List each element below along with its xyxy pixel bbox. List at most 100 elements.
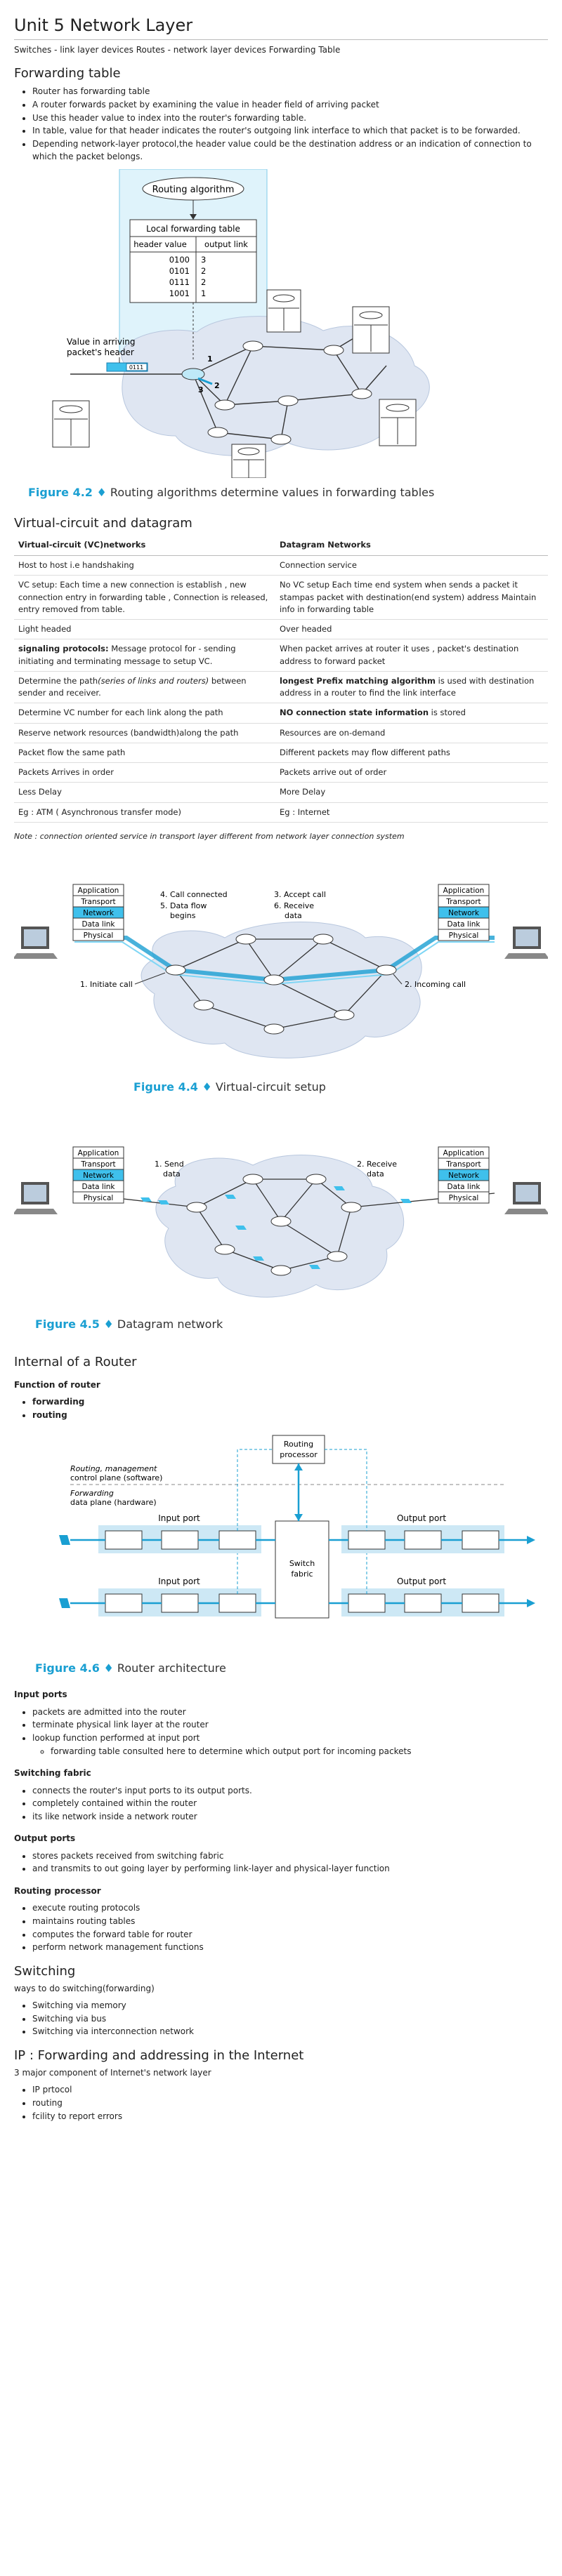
list-item: lookup function performed at input port … bbox=[32, 1732, 548, 1758]
bold-term: NO connection state information bbox=[280, 708, 429, 718]
table-cell: Determine VC number for each link along … bbox=[14, 703, 275, 724]
switching-fabric-label: Switching fabric bbox=[14, 1768, 91, 1779]
table-cell: 0101 bbox=[169, 266, 190, 276]
computer-icon bbox=[13, 1181, 58, 1214]
computer-icon bbox=[504, 1181, 549, 1214]
step-label: begins bbox=[170, 911, 196, 920]
table-cell: Over headed bbox=[275, 619, 548, 640]
caption-text: Routing algorithms determine values in f… bbox=[110, 485, 435, 499]
caption-number: Figure 4.4 ♦ bbox=[133, 1080, 212, 1094]
ip-list: IP prtocol routing fcility to report err… bbox=[14, 2083, 548, 2123]
table-cell: Less Delay bbox=[14, 782, 275, 803]
stack-layer-label: Physical bbox=[84, 931, 114, 940]
list-item: completely contained within the router bbox=[32, 1797, 548, 1810]
stack-layer-label: Transport bbox=[80, 1160, 115, 1169]
table-row: Eg : ATM ( Asynchronous transfer mode)Eg… bbox=[14, 802, 548, 823]
list-item: Switching via interconnection network bbox=[32, 2025, 548, 2038]
list-item: execute routing protocols bbox=[32, 1901, 548, 1915]
table-cell: 0100 bbox=[169, 255, 190, 265]
link-label: 2 bbox=[214, 381, 220, 390]
list-item: stores packets received from switching f… bbox=[32, 1850, 548, 1863]
stack-layer-label: Data link bbox=[82, 1183, 116, 1191]
computer-icon bbox=[13, 926, 58, 959]
link-label: 3 bbox=[198, 385, 204, 394]
table-cell: NO connection state information is store… bbox=[275, 703, 548, 724]
computer-icon bbox=[504, 926, 549, 959]
output-ports-label: Output ports bbox=[14, 1833, 76, 1844]
list-item: In table, value for that header indicate… bbox=[32, 124, 548, 138]
figure-caption: Figure 4.5 ♦ Datagram network bbox=[14, 1317, 548, 1331]
list-item-text: forwarding bbox=[32, 1397, 85, 1407]
table-cell: signaling protocols: Message protocol fo… bbox=[14, 639, 275, 672]
diagram-label: Input port bbox=[158, 1576, 200, 1586]
list-item: Switching via bus bbox=[32, 2012, 548, 2026]
list-item: packets are admitted into the router bbox=[32, 1706, 548, 1719]
figure-caption: Figure 4.6 ♦ Router architecture bbox=[14, 1661, 548, 1675]
packet-header-value: 0111 bbox=[129, 364, 143, 371]
diagram-label: processor bbox=[280, 1450, 318, 1459]
table-cell: 3 bbox=[201, 255, 206, 265]
diagram-label: Routing bbox=[284, 1440, 313, 1449]
table-cell: 0111 bbox=[169, 277, 190, 287]
table-cell: More Delay bbox=[275, 782, 548, 803]
stack-layer-label: Transport bbox=[445, 898, 481, 906]
cell-text: between sender and receiver. bbox=[18, 675, 247, 698]
diagram-label: Switch bbox=[289, 1559, 315, 1568]
vc-heading: Virtual-circuit and datagram bbox=[14, 515, 192, 531]
router-icons bbox=[207, 340, 372, 445]
router-icon bbox=[181, 368, 205, 380]
stack-layer-label: Physical bbox=[449, 1194, 479, 1202]
step-label: 4. Call connected bbox=[160, 890, 228, 899]
stack-layer-label: Physical bbox=[449, 931, 479, 940]
caption-text: Virtual-circuit setup bbox=[215, 1080, 326, 1094]
list-item: its like network inside a network router bbox=[32, 1810, 548, 1824]
stack-layer-label: Data link bbox=[447, 1183, 481, 1191]
stack-layer-box bbox=[72, 1191, 124, 1204]
ip-heading: IP : Forwarding and addressing in the In… bbox=[14, 2047, 304, 2063]
diagram-label: Input port bbox=[158, 1513, 200, 1523]
step-label: 3. Accept call bbox=[274, 890, 326, 899]
switching-fabric-list: connects the router's input ports to its… bbox=[14, 1784, 548, 1824]
list-item: Router has forwarding table bbox=[32, 85, 548, 98]
list-item: Use this header value to index into the … bbox=[32, 112, 548, 125]
diagram-label: Output port bbox=[397, 1576, 446, 1586]
link-label: 1 bbox=[207, 354, 213, 364]
table-cell: Packet flow the same path bbox=[14, 743, 275, 764]
table-header: Datagram Networks bbox=[275, 534, 548, 557]
stack-layer-label: Network bbox=[83, 1171, 115, 1180]
router-icons bbox=[165, 934, 397, 1035]
routing-algorithm-label: Routing algorithm bbox=[152, 185, 235, 195]
stack-layer-label: Network bbox=[83, 909, 115, 917]
step-label: 6. Receive bbox=[274, 901, 314, 910]
stack-layer-label: Application bbox=[443, 1149, 485, 1157]
stack-layer-label: Application bbox=[78, 1149, 119, 1157]
bold-term: signaling protocols: bbox=[18, 644, 109, 654]
forwarding-list: Router has forwarding table A router for… bbox=[14, 85, 548, 164]
packet-icons bbox=[140, 1186, 412, 1269]
cell-text: is used with destination address in a ro… bbox=[280, 675, 535, 698]
list-item: terminate physical link layer at the rou… bbox=[32, 1718, 548, 1732]
step-label: data bbox=[163, 1169, 181, 1179]
input-ports-list: packets are admitted into the router ter… bbox=[14, 1706, 548, 1758]
switching-intro: ways to do switching(forwarding) bbox=[14, 1983, 155, 1993]
list-item: IP prtocol bbox=[32, 2083, 548, 2097]
italic-term: (series of links and routers) bbox=[98, 675, 209, 686]
list-item: routing bbox=[32, 2097, 548, 2110]
diagram-label: Output port bbox=[397, 1513, 446, 1523]
stack-layer-box bbox=[438, 929, 490, 941]
list-item: and transmits to out going layer by perf… bbox=[32, 1862, 548, 1875]
table-row: VC setup: Each time a new connection is … bbox=[14, 575, 548, 620]
arrival-label: Value in arriving bbox=[67, 337, 136, 347]
function-list: forwarding routing bbox=[14, 1395, 548, 1421]
list-item-text: routing bbox=[32, 1409, 67, 1420]
routing-processor-list: execute routing protocols maintains rout… bbox=[14, 1901, 548, 1953]
table-cell: Packets Arrives in order bbox=[14, 762, 275, 783]
table-cell: Resources are on-demand bbox=[275, 723, 548, 743]
col-header: output link bbox=[204, 239, 248, 249]
